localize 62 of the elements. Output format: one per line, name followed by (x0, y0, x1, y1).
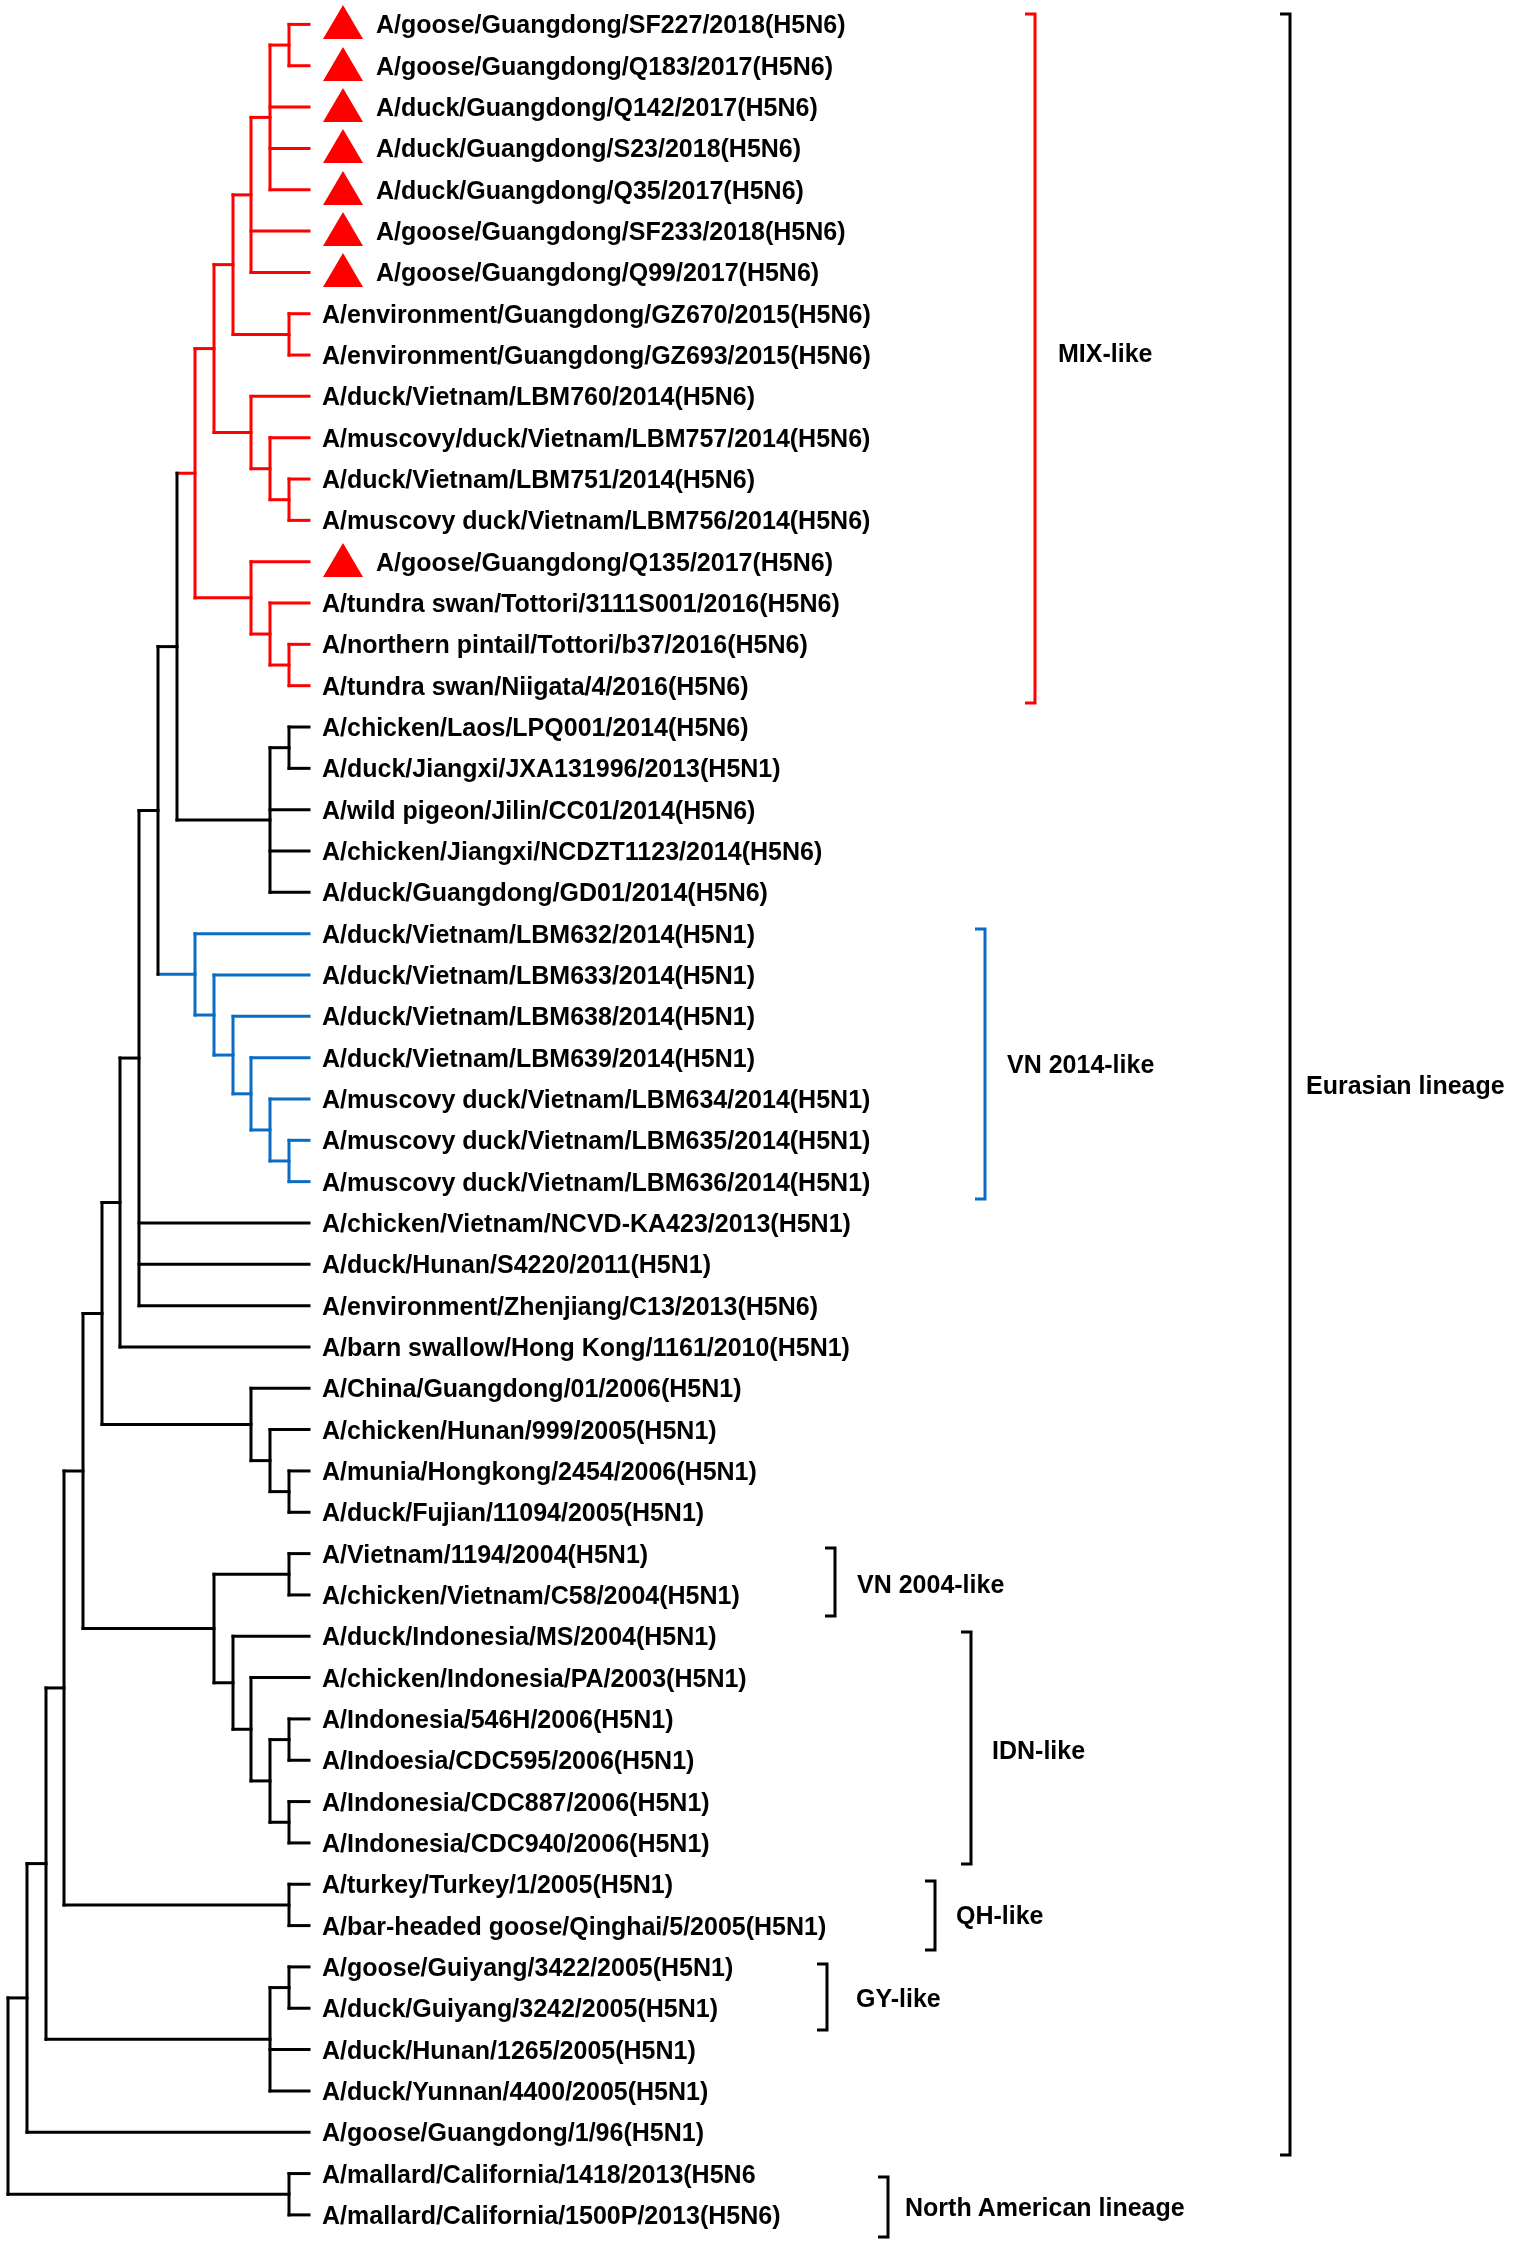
strain-name: A/China/Guangdong/01/2006(H5N1) (322, 1373, 742, 1404)
strain-name: A/duck/Vietnam/LBM639/2014(H5N1) (322, 1042, 756, 1073)
strain-name: A/duck/Hunan/1265/2005(H5N1) (322, 2034, 696, 2065)
strain-name: A/wild pigeon/Jilin/CC01/2014(H5N6) (322, 794, 756, 825)
strain-name: A/duck/Guangdong/Q35/2017(H5N6) (376, 174, 804, 205)
strain-name: A/goose/Guangdong/SF227/2018(H5N6) (376, 9, 846, 40)
strain-name: A/duck/Vietnam/LBM760/2014(H5N6) (322, 381, 756, 412)
clade-label: North American lineage (905, 2192, 1185, 2222)
strain-name: A/Indonesia/CDC887/2006(H5N1) (322, 1786, 710, 1817)
strain-name: A/duck/Indonesia/MS/2004(H5N1) (322, 1621, 717, 1652)
strain-name: A/duck/Vietnam/LBM633/2014(H5N1) (322, 960, 756, 990)
strain-name: A/chicken/Indonesia/PA/2003(H5N1) (322, 1662, 747, 1693)
clade-label: MIX-like (1058, 338, 1153, 368)
strain-name: A/muscovy duck/Vietnam/LBM636/2014(H5N1) (322, 1166, 871, 1197)
strain-name: A/turkey/Turkey/1/2005(H5N1) (322, 1869, 674, 1900)
strain-name: A/chicken/Jiangxi/NCDZT1123/2014(H5N6) (322, 836, 823, 866)
strain-name: A/muscovy duck/Vietnam/LBM756/2014(H5N6) (322, 505, 871, 536)
strain-name: A/environment/Guangdong/GZ693/2015(H5N6) (322, 340, 871, 371)
strain-name: A/Indonesia/CDC940/2006(H5N1) (322, 1827, 710, 1858)
strain-name: A/duck/Guangdong/Q142/2017(H5N6) (376, 92, 818, 123)
strain-name: A/mallard/California/1500P/2013(H5N6) (322, 2199, 781, 2230)
strain-name: A/tundra swan/Tottori/3111S001/2016(H5N6) (322, 588, 840, 618)
strain-name: A/Indoesia/CDC595/2006(H5N1) (322, 1745, 695, 1776)
strain-name: A/Vietnam/1194/2004(H5N1) (322, 1538, 649, 1569)
strain-name: A/muscovy/duck/Vietnam/LBM757/2014(H5N6) (322, 422, 871, 453)
strain-name: A/duck/Hunan/S4220/2011(H5N1) (322, 1249, 712, 1280)
strain-name: A/bar-headed goose/Qinghai/5/2005(H5N1) (322, 1910, 827, 1941)
strain-name: A/goose/Guangdong/Q99/2017(H5N6) (376, 257, 820, 288)
strain-name: A/chicken/Vietnam/NCVD-KA423/2013(H5N1) (322, 1207, 851, 1238)
strain-name: A/goose/Guangdong/Q183/2017(H5N6) (376, 50, 834, 81)
clade-label: QH-like (956, 1900, 1044, 1930)
strain-name: A/Indonesia/546H/2006(H5N1) (322, 1703, 674, 1734)
strain-name: A/goose/Guiyang/3422/2005(H5N1) (322, 1951, 734, 1982)
strain-name: A/duck/Vietnam/LBM751/2014(H5N6) (322, 464, 756, 494)
strain-name: A/muscovy duck/Vietnam/LBM635/2014(H5N1) (322, 1125, 871, 1156)
strain-name: A/munia/Hongkong/2454/2006(H5N1) (322, 1455, 757, 1486)
strain-name: A/goose/Guangdong/Q135/2017(H5N6) (376, 546, 834, 577)
strain-name: A/environment/Guangdong/GZ670/2015(H5N6) (322, 298, 871, 329)
strain-name: A/duck/Yunnan/4400/2005(H5N1) (322, 2075, 709, 2106)
strain-name: A/chicken/Laos/LPQ001/2014(H5N6) (322, 712, 749, 742)
strain-name: A/chicken/Hunan/999/2005(H5N1) (322, 1414, 717, 1445)
strain-name: A/duck/Vietnam/LBM638/2014(H5N1) (322, 1001, 756, 1032)
strain-name: A/duck/Guangdong/GD01/2014(H5N6) (322, 877, 768, 908)
strain-name: A/tundra swan/Niigata/4/2016(H5N6) (322, 670, 749, 701)
strain-name: A/northern pintail/Tottori/b37/2016(H5N6) (322, 629, 808, 660)
strain-name: A/duck/Fujian/11094/2005(H5N1) (322, 1497, 705, 1528)
strain-name: A/muscovy duck/Vietnam/LBM634/2014(H5N1) (322, 1083, 871, 1114)
strain-name: A/duck/Jiangxi/JXA131996/2013(H5N1) (322, 753, 781, 784)
clade-label: GY-like (856, 1983, 941, 2013)
strain-name: A/duck/Guangdong/S23/2018(H5N6) (376, 133, 802, 164)
clade-label: VN 2004-like (857, 1569, 1005, 1599)
clade-label: VN 2014-like (1007, 1049, 1155, 1079)
clade-label: Eurasian lineage (1306, 1070, 1505, 1100)
strain-name: A/chicken/Vietnam/C58/2004(H5N1) (322, 1579, 740, 1610)
strain-name: A/environment/Zhenjiang/C13/2013(H5N6) (322, 1290, 818, 1321)
strain-name: A/mallard/California/1418/2013(H5N6 (322, 2158, 756, 2189)
strain-name: A/goose/Guangdong/1/96(H5N1) (322, 2117, 704, 2148)
strain-name: A/goose/Guangdong/SF233/2018(H5N6) (376, 216, 846, 247)
clade-label: IDN-like (992, 1735, 1086, 1765)
strain-name: A/barn swallow/Hong Kong/1161/2010(H5N1) (322, 1331, 850, 1362)
strain-name: A/duck/Guiyang/3242/2005(H5N1) (322, 1993, 718, 2024)
strain-name: A/duck/Vietnam/LBM632/2014(H5N1) (322, 918, 756, 949)
